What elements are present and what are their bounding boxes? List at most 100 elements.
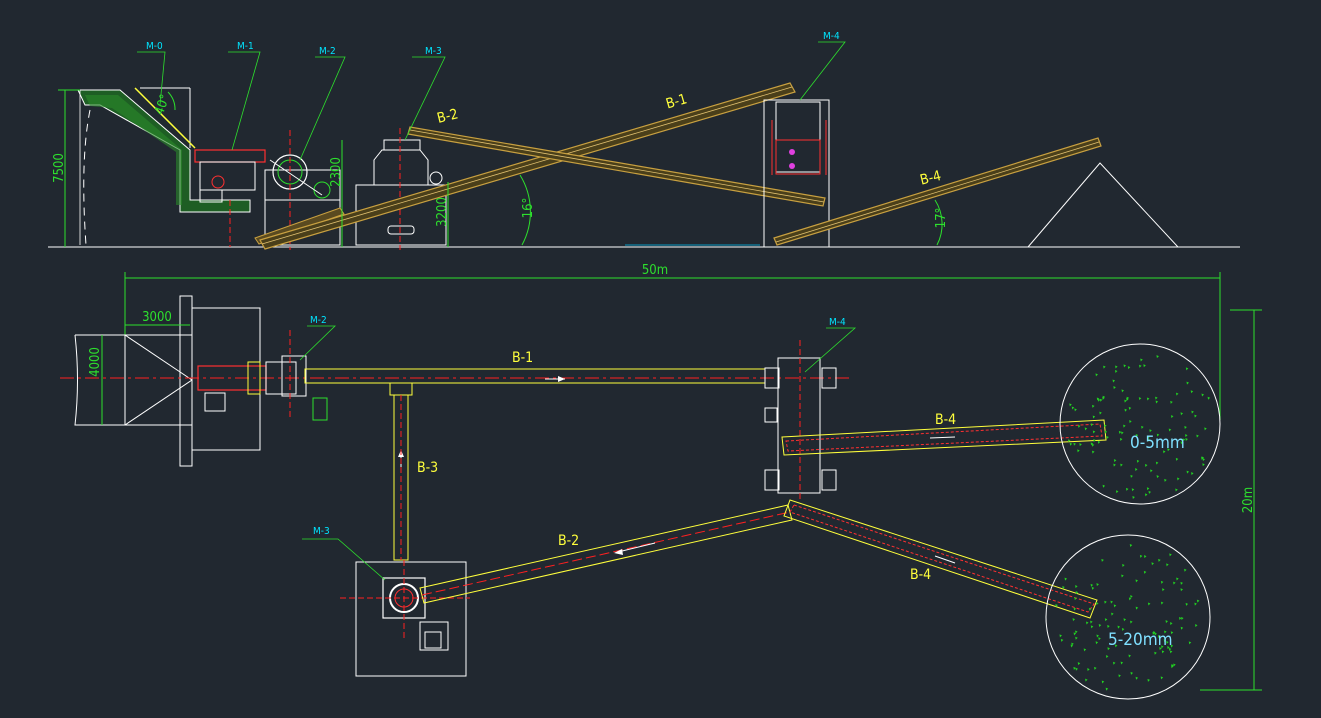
speckle	[1128, 654, 1131, 658]
speckle	[1191, 472, 1194, 476]
speckle	[1086, 621, 1089, 625]
speckle	[1090, 583, 1094, 587]
speckle	[1182, 438, 1186, 442]
tag-m0: M-0	[146, 41, 163, 52]
speckle	[1110, 600, 1113, 604]
speckle	[1073, 632, 1077, 636]
speckle	[1073, 442, 1076, 446]
stockpile-speckles	[1055, 355, 1211, 691]
speckle	[1163, 639, 1167, 643]
speckle	[1143, 364, 1146, 368]
speckle	[1115, 490, 1119, 494]
speckle	[1202, 458, 1205, 462]
belt-b4-lower	[783, 499, 1098, 619]
speckle	[1113, 386, 1116, 390]
speckle	[1180, 626, 1184, 630]
speckle	[1088, 607, 1092, 611]
speckle	[1153, 631, 1156, 635]
speckle	[1120, 463, 1123, 467]
speckle	[1085, 678, 1088, 682]
speckle	[1126, 398, 1129, 402]
speckle	[1073, 607, 1077, 611]
belt-b4-elevation	[773, 137, 1102, 246]
speckle	[1196, 434, 1199, 438]
speckle	[1093, 438, 1096, 442]
speckle	[1158, 558, 1161, 562]
speckle	[1146, 397, 1150, 401]
speckle	[1069, 442, 1073, 446]
speckle	[1170, 415, 1174, 419]
speckle	[1170, 400, 1173, 404]
speckle	[1072, 618, 1076, 622]
speckle	[1184, 425, 1187, 429]
hopper-dims-lines	[101, 324, 190, 425]
speckle	[1090, 423, 1094, 427]
speckle	[1173, 663, 1176, 667]
speckle	[1121, 574, 1124, 578]
speckle	[1099, 398, 1103, 402]
speckle	[1144, 493, 1148, 497]
speckle	[1104, 430, 1108, 434]
speckle	[1075, 667, 1078, 671]
belt-b3-plan	[389, 382, 413, 561]
angle-17: 17°	[934, 208, 949, 229]
speckle	[1107, 647, 1110, 651]
speckle	[1191, 410, 1194, 414]
speckle	[1098, 637, 1101, 641]
speckle	[1132, 495, 1135, 499]
speckle	[1118, 430, 1122, 434]
speckle	[1113, 463, 1116, 467]
speckle	[1179, 617, 1182, 621]
speckle	[1154, 632, 1157, 636]
speckle	[1184, 568, 1187, 572]
speckle	[1101, 680, 1105, 684]
hopper-plan	[74, 295, 261, 467]
speckle	[1160, 601, 1164, 605]
speckle	[1062, 586, 1065, 590]
speckle	[1112, 661, 1116, 665]
speckle	[1130, 595, 1133, 599]
speckle	[1155, 396, 1158, 400]
speckle	[1175, 457, 1179, 461]
speckle	[1120, 661, 1124, 665]
speckle	[1171, 664, 1174, 668]
speckle	[1186, 470, 1190, 474]
speckle	[1194, 602, 1197, 606]
speckle	[1146, 487, 1150, 491]
speckle	[1107, 625, 1110, 629]
speckle	[1104, 618, 1108, 622]
speckle	[1139, 364, 1142, 368]
speckle	[1169, 553, 1172, 557]
label-b1-plan: B-1	[512, 350, 533, 366]
speckle	[1092, 450, 1095, 454]
plan-tag-m4: M-4	[829, 317, 846, 328]
speckle	[1185, 367, 1189, 371]
elevation-view: 7500 2300 3200 16° 17° 40° M-0 M-1 M-2 M…	[48, 31, 1240, 250]
speckle	[1077, 449, 1080, 453]
dim-20m: 20m	[1241, 487, 1256, 513]
speckle	[1143, 555, 1147, 559]
speckle	[1166, 563, 1169, 567]
speckle	[1135, 606, 1139, 610]
feed-hopper-m0	[77, 87, 251, 246]
speckle	[1112, 379, 1116, 383]
speckle	[1201, 456, 1204, 460]
speckle	[1139, 554, 1143, 558]
speckle	[1075, 630, 1078, 634]
label-b4-elevation: B-4	[918, 168, 942, 189]
plan-leaders	[299, 325, 857, 581]
speckle	[1114, 369, 1118, 373]
speckle	[1095, 641, 1099, 645]
speckle	[1155, 461, 1159, 465]
speckle	[1138, 397, 1142, 401]
speckle	[1069, 403, 1072, 407]
speckle	[1157, 634, 1161, 638]
speckle	[1084, 427, 1088, 431]
speckle	[1105, 655, 1109, 659]
speckle	[1124, 399, 1127, 403]
speckle	[1177, 477, 1180, 481]
dim-7500: 7500	[52, 153, 67, 183]
belt-b1-elevation	[259, 82, 796, 250]
dim-50m: 50m	[642, 263, 668, 278]
speckle	[1113, 604, 1117, 608]
